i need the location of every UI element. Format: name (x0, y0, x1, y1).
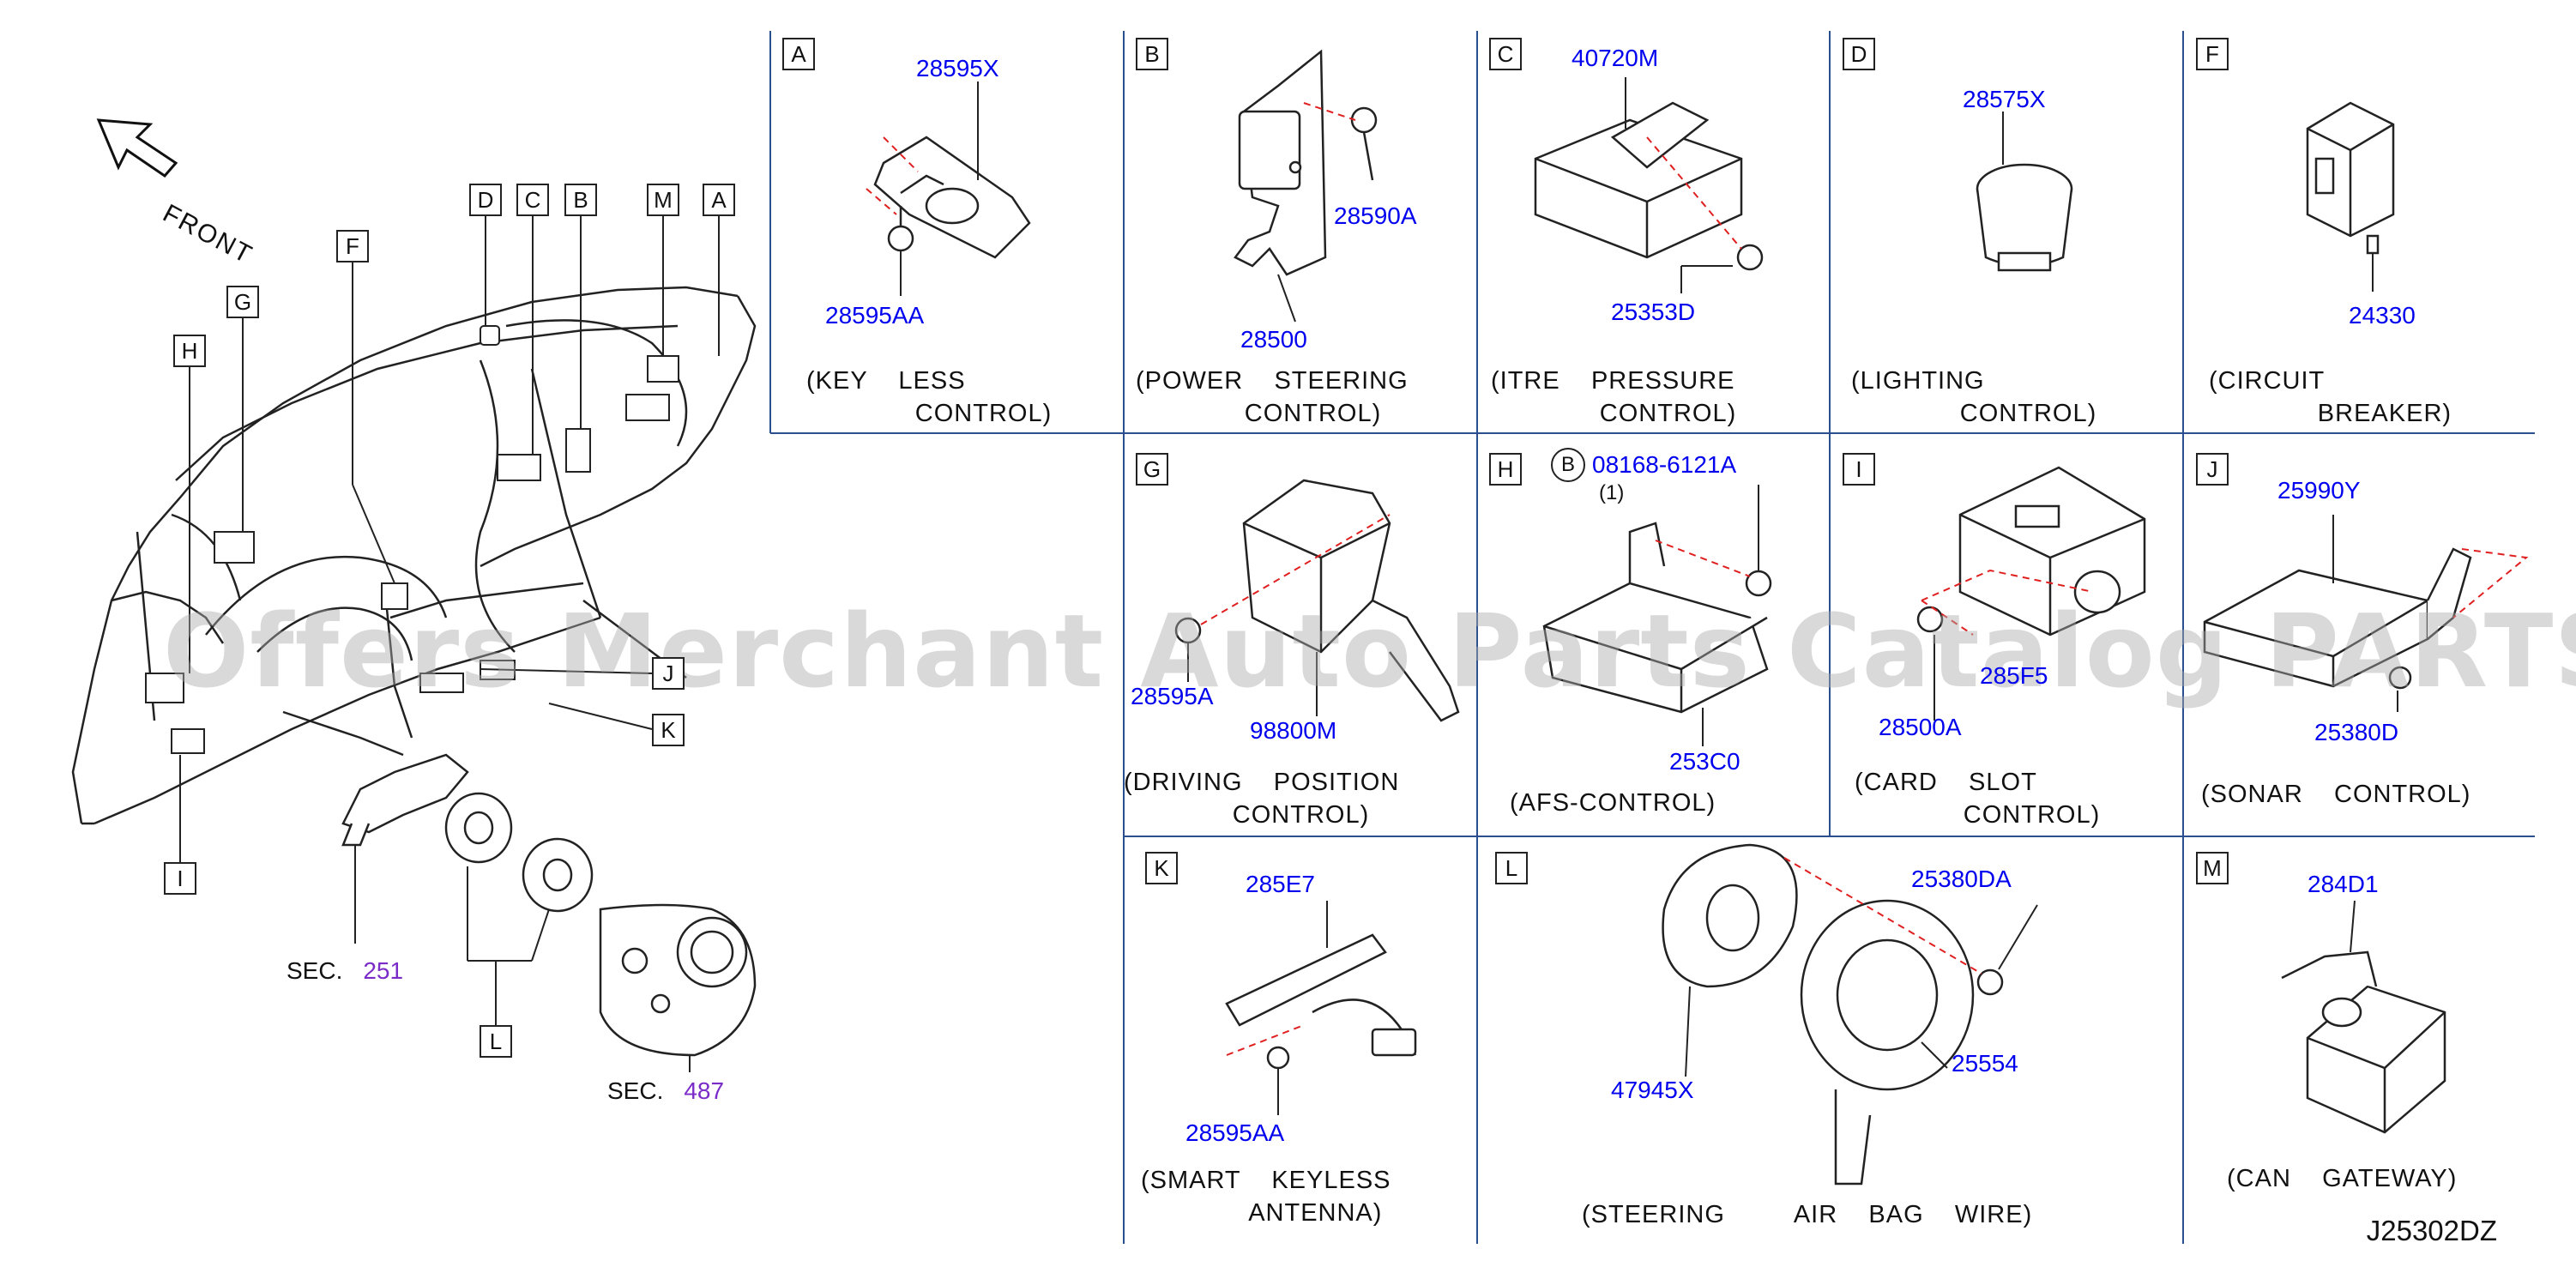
panel-j-part (2203, 547, 2472, 690)
part-number[interactable]: 253C0 (1669, 748, 1740, 775)
part-number[interactable]: 28595AA (1185, 1119, 1285, 1146)
quantity-note: (1) (1599, 481, 1625, 504)
sec-prefix: SEC. (287, 957, 343, 984)
sec-number[interactable]: 487 (684, 1077, 725, 1104)
sec-number[interactable]: 251 (363, 957, 404, 984)
panel-g-caption: (DRIVING POSITION CONTROL) (1124, 769, 1400, 829)
sec-prefix: SEC. (607, 1077, 664, 1104)
callout-i: I (164, 862, 196, 895)
callout-f: F (336, 230, 369, 262)
panel-m-letter: M (2196, 852, 2229, 884)
panel-b-part (1234, 49, 1378, 276)
panel-c-letter: C (1489, 38, 1522, 70)
panel-k-caption: (SMART KEYLESS ANTENNA) (1141, 1167, 1391, 1227)
part-number[interactable]: 28595A (1131, 683, 1214, 709)
panel-i-letter: I (1843, 453, 1875, 486)
panel-g-letter: G (1136, 453, 1168, 486)
part-number[interactable]: 285E7 (1246, 871, 1315, 897)
panel-m-part (2281, 950, 2446, 1134)
part-number[interactable]: 25554 (1952, 1050, 2018, 1077)
part-number[interactable]: 28500A (1879, 714, 1962, 740)
callout-a: A (703, 184, 735, 216)
part-number[interactable]: 24330 (2349, 302, 2416, 329)
callout-j: J (652, 657, 685, 690)
panel-f-part (2306, 101, 2395, 255)
callout-c: C (516, 184, 549, 216)
panel-m-caption: (CAN GATEWAY) (2227, 1165, 2458, 1192)
panel-grid (769, 31, 2535, 1244)
callout-m: M (647, 184, 679, 216)
sec-487-label: SEC. 487 (607, 1077, 724, 1105)
callout-h: H (173, 335, 206, 367)
panel-l-caption: (STEERING AIR BAG WIRE) (1582, 1201, 2033, 1228)
panel-a-letter: A (782, 38, 815, 70)
dashboard-drawing (71, 286, 757, 825)
part-number[interactable]: 25380DA (1911, 866, 2012, 892)
part-number[interactable]: 284D1 (2308, 871, 2379, 897)
panel-i-caption: (CARD SLOT CONTROL) (1855, 769, 2101, 829)
part-number[interactable]: 25990Y (2277, 477, 2361, 504)
panel-b-letter: B (1136, 38, 1168, 70)
panel-b-caption: (POWER STEERING CONTROL) (1136, 367, 1409, 427)
panel-d-letter: D (1843, 38, 1875, 70)
panel-g-part (1174, 479, 1460, 722)
part-number[interactable]: 25353D (1611, 299, 1696, 325)
front-arrow-icon (96, 118, 178, 178)
bolt-marker-b: B (1551, 448, 1585, 482)
callout-g: G (226, 286, 259, 318)
callout-d: D (469, 184, 502, 216)
part-number[interactable]: 25380D (2314, 719, 2399, 745)
part-number[interactable]: 47945X (1611, 1077, 1694, 1103)
callout-k: K (652, 714, 685, 746)
panel-j-caption: (SONAR CONTROL) (2201, 781, 2471, 808)
panel-l-part (1662, 843, 2004, 1186)
callout-l: L (480, 1025, 512, 1058)
dash-modules (145, 325, 679, 754)
panel-d-part (1976, 163, 2073, 272)
part-number[interactable]: 40720M (1572, 45, 1659, 71)
callout-b: B (564, 184, 597, 216)
part-number[interactable]: 285F5 (1980, 662, 2048, 689)
panel-h-letter: H (1489, 453, 1522, 486)
panel-f-letter: F (2196, 38, 2229, 70)
column-parts (341, 753, 757, 1057)
panel-l-letter: L (1495, 852, 1528, 884)
part-number[interactable]: 98800M (1250, 717, 1337, 744)
panel-c-part (1534, 101, 1764, 271)
panel-d-caption: (LIGHTING CONTROL) (1851, 367, 2097, 427)
drawing-code: J25302DZ (2366, 1215, 2497, 1246)
part-number[interactable]: 28590A (1334, 202, 1417, 229)
part-number[interactable]: 08168-6121A (1592, 451, 1737, 478)
panel-i-part (1916, 466, 2146, 636)
panel-j-letter: J (2196, 453, 2229, 486)
part-number[interactable]: 28595AA (825, 302, 925, 329)
panel-a-caption: (KEY LESS CONTROL) (806, 367, 1053, 427)
sec-251-label: SEC. 251 (287, 957, 403, 985)
part-number[interactable]: 28575X (1963, 86, 2046, 112)
panel-h-caption: (AFS-CONTROL) (1510, 789, 1716, 817)
panel-a-part (873, 136, 1031, 259)
panel-k-part (1225, 933, 1417, 1070)
panel-h-part (1542, 522, 1772, 714)
part-number[interactable]: 28595X (916, 55, 999, 81)
panel-f-caption: (CIRCUIT BREAKER) (2209, 367, 2452, 427)
part-number[interactable]: 28500 (1240, 326, 1307, 353)
panel-k-letter: K (1145, 852, 1178, 884)
panel-c-caption: (ITRE PRESSURE CONTROL) (1491, 367, 1737, 427)
